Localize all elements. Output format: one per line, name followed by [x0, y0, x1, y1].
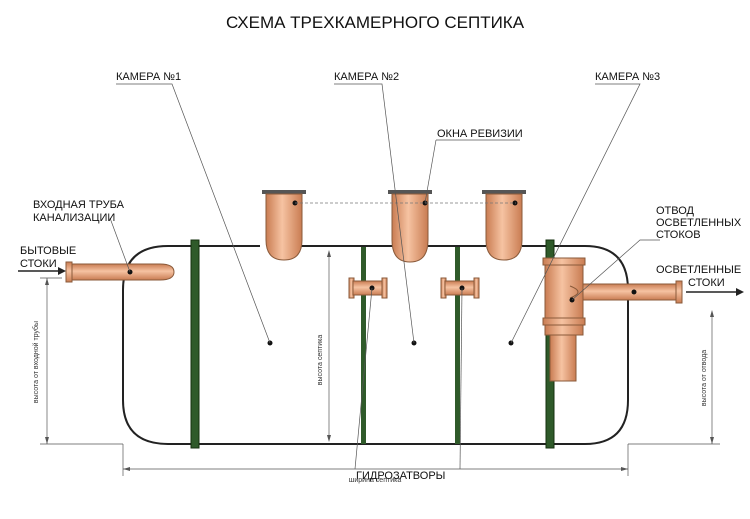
label-chamber3: КАМЕРА №3 — [595, 71, 660, 83]
water-seal-1 — [348, 277, 388, 299]
label-dim-width: ширина септика — [349, 477, 402, 484]
inspection-window-2 — [388, 190, 432, 263]
dimension-lines — [40, 252, 720, 476]
inspection-window-3 — [482, 190, 526, 261]
dimension-arrows — [45, 250, 714, 471]
label-water-seals: ГИДРОЗАТВОРЫ — [356, 470, 445, 482]
label-chamber2: КАМЕРА №2 — [334, 71, 399, 83]
label-household-2: СТОКИ — [20, 258, 57, 270]
water-seal-2 — [440, 277, 480, 299]
inlet-arrow-head — [58, 267, 66, 275]
label-inspection-windows: ОКНА РЕВИЗИИ — [437, 128, 523, 140]
label-inlet-pipe-1: ВХОДНАЯ ТРУБА — [33, 199, 125, 211]
label-outlet-3: СТОКОВ — [656, 229, 701, 241]
label-inlet-pipe-2: КАНАЛИЗАЦИИ — [33, 212, 115, 224]
label-outlet-1: ОТВОД — [656, 205, 695, 217]
label-outlet-2: ОСВЕТЛЕННЫХ — [656, 217, 742, 229]
label-clarified-2: СТОКИ — [688, 277, 725, 289]
leader-lines — [109, 83, 660, 470]
inlet-pipe — [65, 261, 175, 283]
partition-wall-2 — [361, 247, 366, 444]
partition-wall-1 — [190, 239, 200, 449]
partition-wall-3 — [455, 247, 460, 444]
label-dim-tank-height: высота септика — [317, 335, 324, 386]
outlet-pipe — [542, 257, 683, 382]
label-chamber1: КАМЕРА №1 — [116, 71, 181, 83]
label-dim-inlet-height: высота от входной трубы — [32, 321, 40, 403]
label-household-1: БЫТОВЫЕ — [20, 245, 76, 257]
tank-body — [122, 245, 629, 445]
diagram-title: СХЕМА ТРЕХКАМЕРНОГО СЕПТИКА — [226, 13, 525, 32]
label-dim-outlet-height: высота от отвода — [701, 350, 708, 406]
outlet-arrow-head — [736, 288, 744, 296]
inspection-window-1 — [262, 190, 306, 261]
label-clarified-1: ОСВЕТЛЕННЫЕ — [656, 264, 741, 276]
